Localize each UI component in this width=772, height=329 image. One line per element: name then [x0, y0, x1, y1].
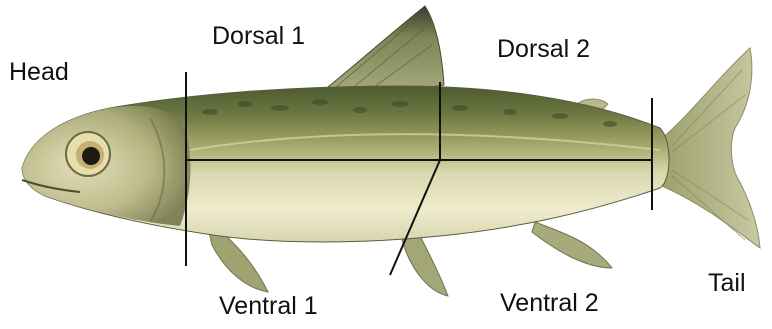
head-label: Head [9, 60, 69, 85]
dorsal-2-label: Dorsal 2 [497, 37, 590, 62]
ventral-2-label: Ventral 2 [500, 291, 599, 316]
dorsal-1-label: Dorsal 1 [212, 24, 305, 49]
anal-fin [532, 222, 612, 268]
tail-label: Tail [708, 271, 746, 296]
pelvic-fin [402, 232, 448, 296]
ventral-1-label: Ventral 1 [219, 294, 318, 319]
eye [66, 132, 110, 176]
